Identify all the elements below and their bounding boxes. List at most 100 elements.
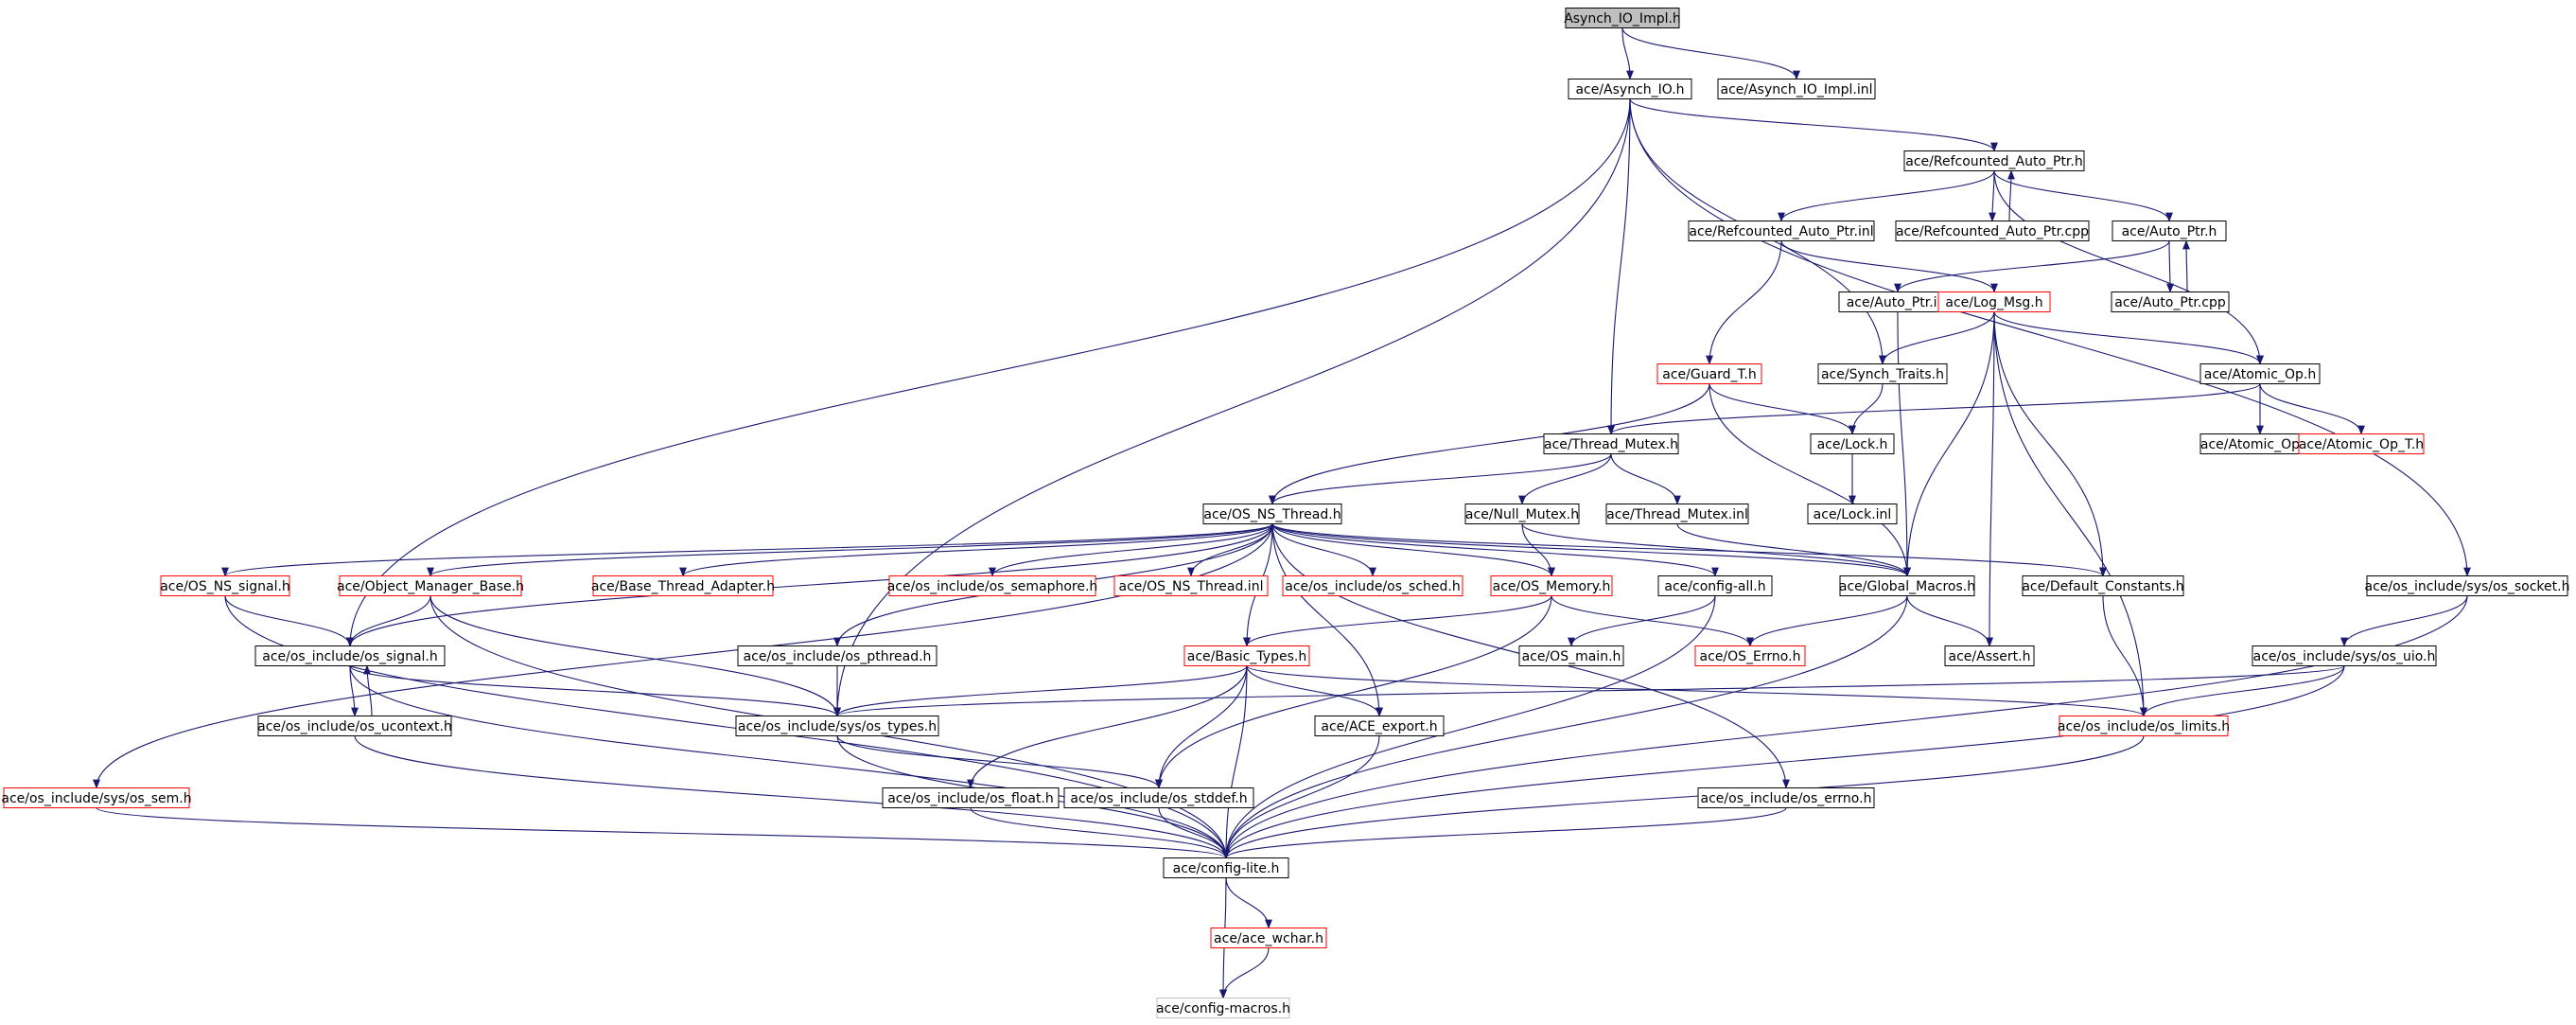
node-lock-inl[interactable]: ace/Lock.inl	[1807, 504, 1898, 524]
edge-asynch-to-sock	[1629, 98, 2471, 577]
node-oslimits[interactable]: ace/os_include/os_limits.h	[2058, 716, 2230, 736]
edge-logmsg-to-globalm	[1903, 311, 1995, 577]
edge-rap_inl-to-guard	[1706, 240, 1782, 365]
edge-btypes-to-osfloat	[967, 665, 1248, 789]
node-assert[interactable]: ace/Assert.h	[1944, 645, 2035, 666]
node-ospth[interactable]: ace/os_include/os_pthread.h	[737, 645, 938, 666]
node-label: ace/Auto_Ptr.h	[2122, 224, 2217, 239]
node-label: Asynch_IO_Impl.h	[1564, 11, 1681, 27]
node-oserrno-h[interactable]: ace/OS_Errno.h	[1694, 645, 1806, 666]
node-globalm[interactable]: ace/Global_Macros.h	[1839, 575, 1975, 596]
node-ossched[interactable]: ace/os_include/os_sched.h	[1282, 575, 1463, 596]
edge-cfglite-to-wchar	[1225, 877, 1272, 929]
node-ap-inl[interactable]: ace/Auto_Ptr.inl	[1838, 292, 1957, 312]
edge-osns-to-ossched	[1271, 523, 1376, 577]
node-box	[1518, 645, 1624, 666]
node-atomic[interactable]: ace/Atomic_Op.h	[2199, 363, 2321, 384]
node-tmutex[interactable]: ace/Thread_Mutex.h	[1543, 433, 1679, 454]
node-wchar[interactable]: ace/ace_wchar.h	[1210, 928, 1327, 948]
node-label: ace/os_include/os_signal.h	[262, 649, 438, 664]
edge-ap-to-ap_cpp	[2166, 240, 2174, 293]
node-asynch-impl-inl[interactable]: ace/Asynch_IO_Impl.inl	[1717, 79, 1876, 99]
node-osmain[interactable]: ace/OS_main.h	[1518, 645, 1624, 666]
node-box	[1183, 645, 1310, 666]
node-uio[interactable]: ace/os_include/sys/os_uio.h	[2252, 645, 2437, 666]
node-oserrno[interactable]: ace/os_include/os_errno.h	[1697, 787, 1875, 808]
node-rap[interactable]: ace/Refcounted_Auto_Ptr.h	[1903, 150, 2085, 171]
edge-rap-to-rap_inl	[1778, 170, 1995, 222]
node-label: ace/os_include/os_stddef.h	[1070, 791, 1247, 806]
node-ossig[interactable]: ace/os_include/os_signal.h	[254, 645, 446, 666]
edge-cfgall-to-osmain	[1568, 595, 1716, 647]
edge-osmem-to-oserrno_h	[1551, 595, 1754, 647]
node-logmsg[interactable]: ace/Log_Msg.h	[1937, 292, 2051, 312]
edge-rap-to-atomic	[1993, 170, 2264, 365]
node-bta[interactable]: ace/Base_Thread_Adapter.h	[591, 575, 775, 596]
node-label: ace/ACE_export.h	[1321, 719, 1437, 734]
node-box	[1163, 857, 1289, 878]
node-osfloat[interactable]: ace/os_include/os_float.h	[882, 787, 1060, 808]
node-osuctx[interactable]: ace/os_include/os_ucontext.h	[257, 716, 452, 736]
node-synch[interactable]: ace/Synch_Traits.h	[1817, 363, 1948, 384]
edge-osns-to-ossem	[989, 523, 1273, 577]
node-ap[interactable]: ace/Auto_Ptr.h	[2112, 221, 2227, 241]
node-osstddef[interactable]: ace/os_include/os_stddef.h	[1063, 787, 1254, 808]
node-tmutex-inl[interactable]: ace/Thread_Mutex.inl	[1605, 504, 1749, 524]
node-osnsthr-inl[interactable]: ace/OS_NS_Thread.inl	[1113, 575, 1269, 596]
node-root[interactable]: Asynch_IO_Impl.h	[1564, 8, 1681, 28]
dependency-edges	[93, 27, 2471, 999]
edge-osns-to-aceexp	[1271, 523, 1383, 717]
node-box	[737, 645, 938, 666]
edge-osuctx-to-cfglite	[354, 735, 1230, 859]
node-box	[254, 645, 446, 666]
edge-asynch-to-ossig	[346, 98, 1631, 647]
edge-synch-to-lock	[1849, 383, 1884, 435]
node-sock[interactable]: ace/os_include/sys/os_socket.h	[2365, 575, 2570, 596]
edge-guard-to-globalm	[1709, 383, 1911, 577]
node-label: ace/Null_Mutex.h	[1465, 507, 1579, 522]
node-box	[1807, 504, 1898, 524]
edge-nullmutex-to-globalm	[1521, 523, 1911, 577]
node-box	[1903, 150, 2085, 171]
edge-osuctx-to-ossig	[363, 664, 373, 716]
node-label: ace/os_include/os_semaphore.h	[887, 579, 1098, 594]
node-osmem[interactable]: ace/OS_Memory.h	[1490, 575, 1613, 596]
node-objmgr[interactable]: ace/Object_Manager_Base.h	[337, 575, 524, 596]
edge-ap_inl-to-globalm	[1897, 311, 1911, 577]
node-ap-cpp[interactable]: ace/Auto_Ptr.cpp	[2111, 292, 2230, 312]
edge-objmgr-to-systypes	[429, 595, 841, 717]
node-label: ace/os_include/os_pthread.h	[744, 649, 932, 664]
edge-rap_inl-to-logmsg	[1780, 240, 1998, 293]
node-aceexp[interactable]: ace/ACE_export.h	[1314, 716, 1445, 736]
edge-guard-to-lock	[1709, 383, 1856, 435]
edge-asynch-to-rap	[1629, 98, 1998, 152]
edge-atomic-to-atomic_t	[2259, 383, 2365, 435]
node-asynch[interactable]: ace/Asynch_IO.h	[1568, 79, 1692, 99]
node-cfglite[interactable]: ace/config-lite.h	[1163, 857, 1289, 878]
node-rap-inl[interactable]: ace/Refcounted_Auto_Ptr.inl	[1688, 221, 1875, 241]
node-label: ace/Atomic_Op.h	[2204, 367, 2316, 382]
node-systypes[interactable]: ace/os_include/sys/os_types.h	[735, 716, 939, 736]
node-defconst[interactable]: ace/Default_Constants.h	[2022, 575, 2184, 596]
node-cfgmac[interactable]: ace/config-macros.h	[1156, 998, 1290, 1018]
node-rap-cpp[interactable]: ace/Refcounted_Auto_Ptr.cpp	[1895, 221, 2090, 241]
edge-wchar-to-cfgmac	[1219, 947, 1270, 999]
node-atomic-inl[interactable]: ace/Atomic_Op.inl	[2199, 433, 2321, 454]
node-btypes[interactable]: ace/Basic_Types.h	[1183, 645, 1310, 666]
node-ossem[interactable]: ace/os_include/os_semaphore.h	[887, 575, 1098, 596]
node-osns[interactable]: ace/OS_NS_Thread.h	[1202, 504, 1342, 524]
node-nullmutex[interactable]: ace/Null_Mutex.h	[1464, 504, 1580, 524]
edge-osmem-to-btypes	[1243, 595, 1552, 647]
node-guard[interactable]: ace/Guard_T.h	[1656, 363, 1762, 384]
edge-logmsg-to-oslimits	[1993, 311, 2147, 717]
node-label: ace/Object_Manager_Base.h	[337, 579, 524, 594]
node-osnssig[interactable]: ace/OS_NS_signal.h	[160, 575, 290, 596]
node-label: ace/Refcounted_Auto_Ptr.inl	[1689, 224, 1873, 239]
node-box	[1063, 787, 1254, 808]
edge-tmutex-to-osns	[1269, 453, 1612, 505]
node-syssem[interactable]: ace/os_include/sys/os_sem.h	[1, 787, 192, 808]
node-lock[interactable]: ace/Lock.h	[1810, 433, 1895, 454]
node-atomic-t[interactable]: ace/Atomic_Op_T.h	[2298, 433, 2425, 454]
node-cfgall[interactable]: ace/config-all.h	[1657, 575, 1773, 596]
edge-osns-to-globalm	[1271, 523, 1911, 577]
